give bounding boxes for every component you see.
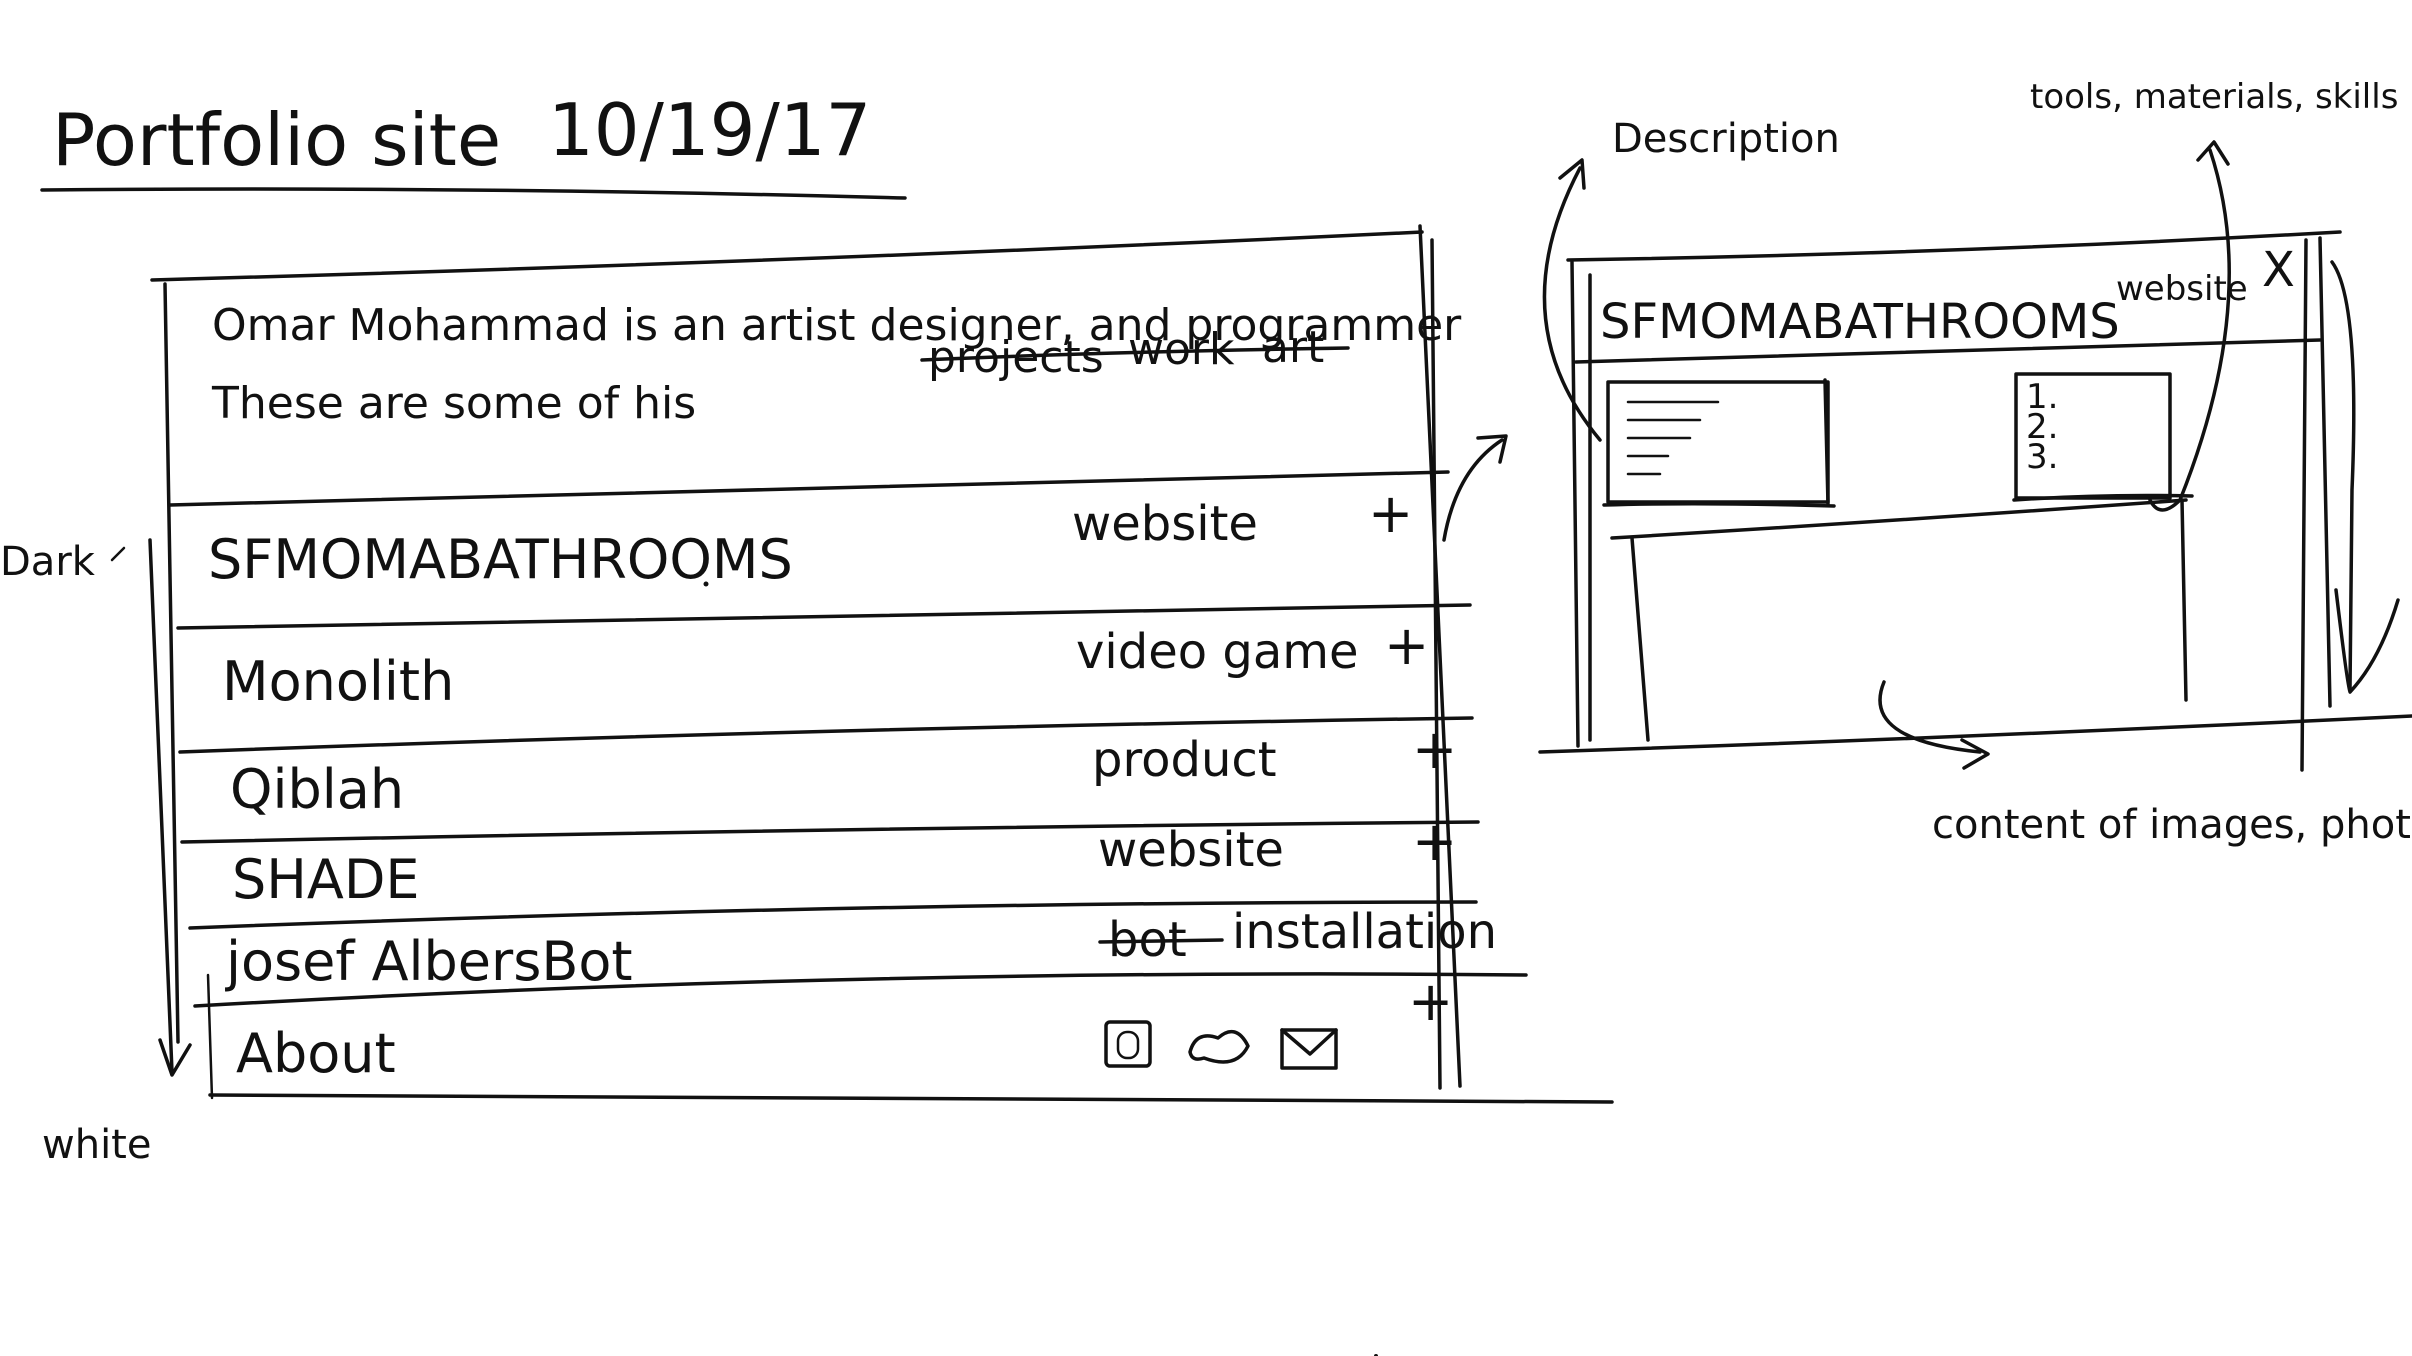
project-category: product xyxy=(1092,732,1277,788)
title-underline xyxy=(40,187,907,200)
description-box-edge xyxy=(1823,378,1830,507)
annotation-tools-arrow xyxy=(2148,148,2231,512)
divider-2 xyxy=(176,603,1472,630)
portfolio-list-wireframe xyxy=(150,224,1614,1104)
detail-frame-bottom xyxy=(1538,714,2412,754)
frame-right-inner xyxy=(1430,238,1442,1090)
project-row-josef-albersbot[interactable]: josef AlbersBot bot installation + xyxy=(225,904,1497,1033)
divider-4 xyxy=(180,820,1480,844)
project-name: Qiblah xyxy=(230,758,404,821)
list-to-detail-arrow xyxy=(1442,438,1504,542)
detail-close-icon[interactable]: X xyxy=(2262,242,2295,298)
project-category: website xyxy=(1072,496,1258,552)
annotation-description: Description xyxy=(1612,116,1840,162)
tools-list-underline xyxy=(2012,493,2194,502)
category-strike-line xyxy=(1098,938,1224,944)
annotation-description-arrowhead xyxy=(1558,158,1586,190)
frame-left-inner xyxy=(206,973,214,1100)
description-box xyxy=(1606,380,1830,504)
project-category: video game xyxy=(1076,624,1359,680)
side-note-dark-tick xyxy=(110,546,126,562)
detail-frame-right xyxy=(2300,238,2308,772)
project-category: installation xyxy=(1232,904,1497,960)
expand-plus-icon[interactable]: + xyxy=(1384,614,1429,677)
divider-5 xyxy=(188,900,1478,930)
detail-header-divider xyxy=(1574,338,2322,364)
stray-dot xyxy=(703,581,709,587)
tools-list-item: 1. xyxy=(2026,377,2058,417)
detail-frame-right-inner xyxy=(2318,236,2332,708)
detail-title: SFMOMABATHROOMS xyxy=(1600,294,2120,350)
dark-to-white-arrow xyxy=(148,538,174,1074)
annotation-content-arrowhead xyxy=(1960,738,1990,770)
expand-plus-icon[interactable]: + xyxy=(1408,970,1453,1033)
content-area-top xyxy=(1610,498,2188,540)
intro-line-1: Omar Mohammad is an artist designer, and… xyxy=(212,300,1462,351)
project-name: josef AlbersBot xyxy=(225,930,633,993)
frame-bottom xyxy=(208,1093,1614,1104)
frame-right xyxy=(1418,224,1462,1088)
expand-plus-icon[interactable]: + xyxy=(1368,482,1413,545)
annotation-tools: tools, materials, skills xyxy=(2030,77,2398,117)
instagram-icon[interactable] xyxy=(1104,1020,1152,1068)
annotation-tools-arrowhead xyxy=(2196,140,2230,166)
side-note-dark-label: Dark xyxy=(0,539,96,585)
frame-left xyxy=(163,282,180,1044)
dark-to-white-arrowhead xyxy=(158,1038,192,1077)
email-icon[interactable] xyxy=(1280,1028,1338,1070)
twitter-icon[interactable] xyxy=(1188,1029,1250,1064)
sketch-date: 10/19/17 xyxy=(548,88,871,172)
description-underline xyxy=(1602,501,1836,508)
about-label: About xyxy=(236,1022,396,1085)
project-name: SFMOMABATHROOMS xyxy=(208,528,793,591)
tools-list-box xyxy=(2014,372,2172,500)
divider-1 xyxy=(168,470,1450,507)
description-placeholder-lines xyxy=(1626,400,1720,476)
annotation-content: content of images, photos, videos xyxy=(1932,802,2412,848)
project-category: website xyxy=(1098,822,1284,878)
detail-panel-wireframe: 1. 2. 3. xyxy=(1538,230,2412,772)
intro-line-2: These are some of his xyxy=(211,378,696,429)
frame-top xyxy=(150,230,1424,282)
content-area-left xyxy=(1630,536,1650,742)
list-to-detail-arrowhead xyxy=(1476,434,1508,464)
project-row-shade[interactable]: SHADE website + xyxy=(232,810,1457,911)
detail-frame-top xyxy=(1566,230,2342,262)
detail-frame-left xyxy=(1570,260,1580,748)
about-row[interactable]: About xyxy=(236,1020,1338,1085)
annotation-content-arrow xyxy=(1878,680,1982,754)
expand-plus-icon[interactable]: + xyxy=(1412,718,1457,781)
scroll-down-arrow xyxy=(2330,260,2356,692)
project-row-monolith[interactable]: Monolith video game + xyxy=(222,614,1429,713)
expand-plus-icon[interactable]: + xyxy=(1412,810,1457,873)
side-note-dark: Dark xyxy=(0,538,192,1077)
annotation-description-arrow xyxy=(1542,166,1602,442)
project-row-qiblah[interactable]: Qiblah product + xyxy=(230,718,1457,821)
project-name: SHADE xyxy=(232,848,420,911)
divider-6 xyxy=(193,972,1528,1008)
tools-list-item: 2. xyxy=(2026,407,2058,447)
content-area-right xyxy=(2180,498,2188,702)
project-name: Monolith xyxy=(222,650,454,713)
detail-category: website xyxy=(2116,269,2248,309)
intro-struck-words: projects work art xyxy=(920,322,1350,383)
strike-through-line xyxy=(920,346,1350,362)
tools-list-item: 3. xyxy=(2026,437,2058,477)
divider-3 xyxy=(178,716,1474,754)
side-note-white: white xyxy=(42,1122,151,1168)
sketch-title: Portfolio site xyxy=(52,98,501,182)
project-row-sfmomabathrooms[interactable]: SFMOMABATHROOMS website + xyxy=(208,482,1413,591)
scroll-down-arrowhead xyxy=(2334,588,2400,694)
